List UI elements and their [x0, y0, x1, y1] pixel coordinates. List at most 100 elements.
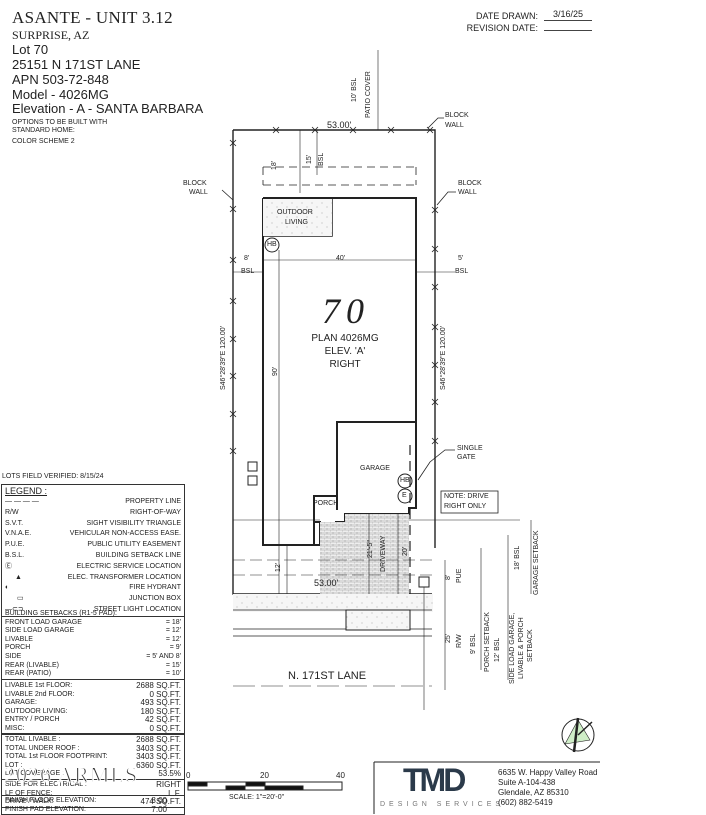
hose-bib-garage: HB — [400, 477, 410, 484]
house-width-dim: 40' — [336, 255, 346, 262]
left-setback-dim: 8' — [244, 255, 250, 262]
setback-row: REAR (PATIO)= 10' — [5, 670, 181, 678]
apn-label: APN 503-72-848 — [12, 72, 109, 87]
legend-item: S.V.T. SIGHT VISIBILITY TRIANGLE — [2, 519, 184, 530]
community-title: ASANTE - UNIT 3.12 — [12, 8, 173, 27]
area-row: LIVABLE 2nd FLOOR:0 SQ.FT. — [5, 689, 181, 699]
transformer-icon: ▲ — [15, 573, 22, 581]
model-label: Model - 4026MG — [12, 87, 109, 102]
setback-row: SIDE= 5' AND 8' — [5, 652, 181, 660]
pue-8-dim: 8' — [445, 574, 452, 580]
north-arrow-icon — [560, 718, 596, 754]
setbacks-table: BUILDING SETBACKS (R1-5 PAD): FRONT LOAD… — [1, 608, 185, 680]
legend-label: VEHICULAR NON-ACCESS EASE. — [69, 530, 181, 538]
junction-box-icon: ▭ — [17, 595, 24, 603]
garage-label: GARAGE — [360, 465, 390, 472]
misc-row: LF OF FENCE:L.F. — [5, 788, 181, 798]
area-row: GARAGE:493 SQ.FT. — [5, 698, 181, 708]
revision-date-value — [544, 20, 592, 31]
electric-service-icon: Ⓔ — [5, 562, 12, 570]
fire-hydrant-icon: ◐ — [5, 584, 10, 592]
elevation-row: FINISH FLOOR ELEVATION:8.00 — [5, 796, 167, 805]
outdoor-living-label-1: OUTDOOR — [277, 209, 313, 216]
legend-label: BUILDING SETBACK LINE — [95, 551, 181, 559]
rw-label: R/W — [456, 634, 463, 648]
company-address-1: 6635 W. Happy Valley Road — [498, 768, 598, 777]
color-scheme-label: COLOR SCHEME 2 — [12, 138, 75, 145]
legend-label: PROPERTY LINE — [125, 498, 181, 505]
note-line-2: RIGHT ONLY — [444, 503, 487, 510]
legend-label: FIRE HYDRANT — [129, 584, 181, 592]
block-wall-rear-1: BLOCK — [445, 112, 469, 119]
legend-item: Ⓔ ELECTRIC SERVICE LOCATION — [2, 562, 184, 573]
legend-title: LEGEND : — [5, 486, 48, 496]
watermark: 2026 ARMLS — [3, 762, 139, 788]
setback-row: FRONT LOAD GARAGE= 18' — [5, 618, 181, 626]
setback-row: REAR (LIVABLE)= 15' — [5, 661, 181, 669]
rear-15-dim: 15' — [306, 154, 313, 164]
area-row: LIVABLE 1st FLOOR:2688 SQ.FT. — [5, 681, 181, 690]
total-row: LOT :6360 SQ.FT. — [5, 760, 181, 770]
legend-item: P.U.E. PUBLIC UTILITY EASEMENT — [2, 540, 184, 551]
side-12-bsl: 12' BSL — [494, 637, 501, 662]
company-address-3: Glendale, AZ 85310 — [498, 788, 569, 797]
block-wall-left-1: BLOCK — [183, 180, 207, 187]
legend-abbr: R/W — [5, 508, 19, 516]
date-drawn-label: DATE DRAWN: — [476, 11, 538, 21]
plan-name: PLAN 4026MG — [311, 333, 379, 344]
date-drawn-value: 3/16/25 — [544, 8, 592, 21]
note-line-1: NOTE: DRIVE — [444, 493, 489, 500]
company-phone: (602) 882-5419 — [498, 798, 553, 807]
right-bsl-label: BSL — [455, 268, 469, 275]
left-bearing-dim: S46°28'39"E 120.00' — [220, 325, 227, 390]
legend-label: STREET LIGHT LOCATION — [93, 605, 181, 613]
legend-label: PUBLIC UTILITY EASEMENT — [87, 541, 181, 549]
company-address-2: Suite A-104-438 — [498, 778, 556, 787]
setbacks-title: BUILDING SETBACKS (R1-5 PAD): — [5, 610, 117, 617]
street-light-icon: —⊂⊃ — [5, 605, 24, 613]
rw-25-dim: 25' — [445, 633, 452, 643]
left-bsl-label: BSL — [241, 268, 255, 275]
right-setback-dim: 5' — [458, 255, 464, 262]
legend-item: ▭ JUNCTION BOX — [2, 594, 184, 605]
address-label: 25151 N 171ST LANE — [12, 57, 141, 72]
patio-bsl-dim: 10' BSL — [351, 77, 358, 102]
setback-row: PORCH= 9' — [5, 644, 181, 652]
side-load-label-1: SIDE LOAD GARAGE, — [509, 612, 516, 684]
porch-9-bsl: 9' BSL — [470, 633, 477, 654]
revision-date-label: REVISION DATE: — [466, 23, 538, 33]
lot-label: Lot 70 — [12, 42, 49, 57]
legend-abbr: V.N.A.E. — [5, 530, 32, 538]
elevation-row: FINISH PAD ELEVATION:7.00 — [5, 804, 167, 814]
legend-label: SIGHT VISIBILITY TRIANGLE — [86, 519, 181, 527]
legend-item: ◐ FIRE HYDRANT — [2, 583, 184, 594]
legend-abbr: P.U.E. — [5, 541, 25, 549]
legend-label: ELECTRIC SERVICE LOCATION — [76, 562, 181, 570]
patio-cover-label: PATIO COVER — [365, 71, 372, 118]
legend-label: ELEC. TRANSFORMER LOCATION — [67, 573, 181, 581]
block-wall-right-2: WALL — [458, 189, 477, 196]
plan-elevation: ELEV. 'A' — [324, 346, 366, 357]
legend-item: ▲ ELEC. TRANSFORMER LOCATION — [2, 573, 184, 584]
rear-bsl-label: BSL — [318, 152, 325, 166]
legend-abbr: S.V.T. — [5, 519, 24, 527]
side-load-label-2: LIVABLE & PORCH — [518, 617, 525, 679]
company-logo: TMD — [403, 762, 466, 798]
legend-label: JUNCTION BOX — [128, 595, 181, 603]
setback-row: LIVABLE= 12' — [5, 635, 181, 643]
city-label: SURPRISE, AZ — [12, 28, 90, 42]
pue-label: PUE — [456, 568, 463, 583]
side-load-label-3: SETBACK — [527, 629, 534, 662]
options-line-2: STANDARD HOME: — [12, 127, 75, 134]
plan-orientation: RIGHT — [329, 359, 361, 370]
total-row: TOTAL UNDER ROOF :3403 SQ.FT. — [5, 743, 181, 753]
outdoor-living-label-2: LIVING — [285, 219, 308, 226]
area-row: OUTDOOR LIVING:180 SQ.FT. — [5, 706, 181, 716]
legend-item: — — — —PROPERTY LINE — [2, 497, 184, 508]
single-gate-label-1: SINGLE — [457, 445, 483, 452]
misc-row: DRIVE / WALK:474 SQ.FT. — [5, 797, 181, 807]
rear-width-dim: 53.00' — [327, 120, 352, 130]
